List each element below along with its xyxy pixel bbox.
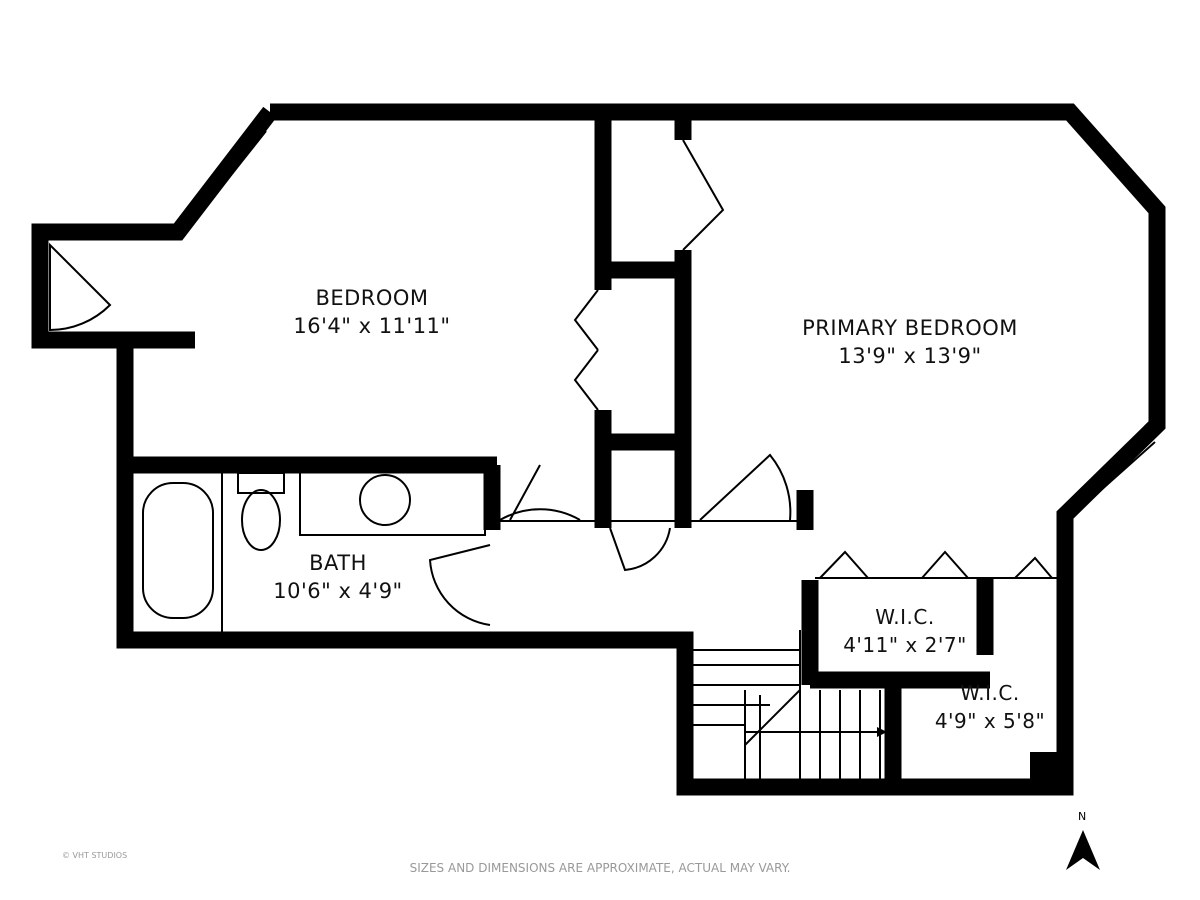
copyright: © VHT STUDIOS <box>62 851 128 860</box>
room-size: 4'9" x 5'8" <box>934 709 1046 733</box>
room-label-wic-1: W.I.C. 4'11" x 2'7" <box>820 603 990 659</box>
room-label-bath: BATH 10'6" x 4'9" <box>238 549 438 605</box>
room-label-bedroom: BEDROOM 16'4" x 11'11" <box>272 284 472 340</box>
room-size: 4'11" x 2'7" <box>843 633 967 657</box>
room-name: W.I.C. <box>875 605 935 629</box>
disclaimer: SIZES AND DIMENSIONS ARE APPROXIMATE, AC… <box>409 861 791 875</box>
arrow-head <box>877 727 887 737</box>
room-name: PRIMARY BEDROOM <box>802 316 1018 340</box>
room-size: 13'9" x 13'9" <box>838 344 982 368</box>
room-size: 10'6" x 4'9" <box>273 579 403 603</box>
room-name: BEDROOM <box>315 286 429 310</box>
exterior-wall-left <box>31 106 277 349</box>
exterior-wall <box>116 103 1166 796</box>
room-size: 16'4" x 11'11" <box>293 314 451 338</box>
room-name: BATH <box>309 551 367 575</box>
north-arrow-icon <box>1066 830 1100 870</box>
room-name: W.I.C. <box>960 681 1020 705</box>
room-label-primary-bedroom: PRIMARY BEDROOM 13'9" x 13'9" <box>760 314 1060 370</box>
north-label: N <box>1078 810 1087 823</box>
room-label-wic-2: W.I.C. 4'9" x 5'8" <box>905 679 1075 735</box>
